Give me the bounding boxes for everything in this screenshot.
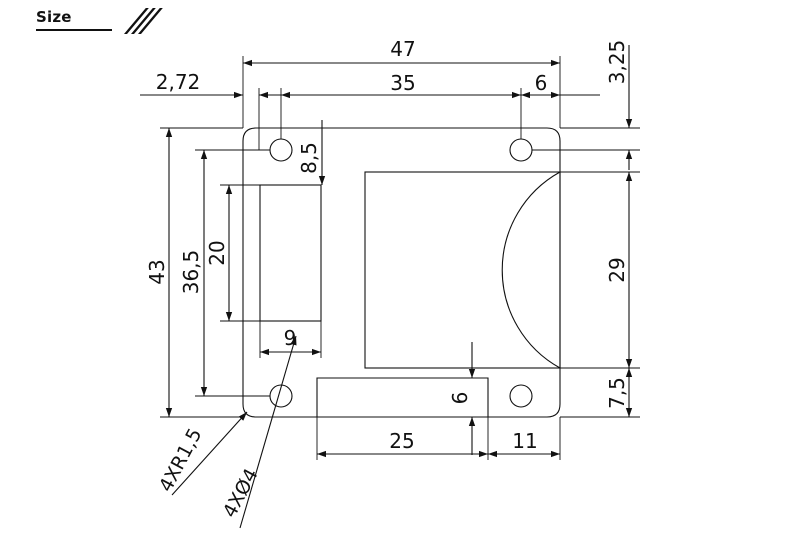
mounting-hole — [509, 384, 533, 408]
card-slot-arc — [501, 171, 561, 369]
label-overall-height: 43 — [145, 259, 169, 284]
label-hole-to-window: 8,5 — [297, 142, 321, 174]
label-overall-width: 47 — [390, 37, 415, 61]
window-cutout — [259, 184, 322, 322]
section-title: Size — [36, 8, 72, 26]
section-header: Size — [36, 6, 163, 34]
label-window-height: 20 — [205, 240, 229, 265]
label-bottom-offset: 7,5 — [605, 377, 629, 409]
mounting-hole — [269, 138, 293, 162]
leader-hole-diameter — [239, 335, 297, 529]
extension-lines — [160, 56, 640, 460]
label-hole-spacing-x: 35 — [390, 71, 415, 95]
label-top-offset: 3,25 — [605, 40, 629, 85]
label-hole-offset-x: 2,72 — [156, 70, 201, 94]
label-bottom-right: 11 — [512, 429, 537, 453]
label-bottom-slot: 25 — [389, 429, 414, 453]
card-slot — [364, 171, 561, 369]
label-hole-spacing-y: 36,5 — [179, 250, 203, 295]
title-underline — [36, 29, 112, 31]
mounting-hole — [509, 138, 533, 162]
callout-hole-diameter: 4XØ4 — [219, 465, 263, 521]
bottom-notch — [316, 377, 489, 417]
label-window-width: 9 — [284, 326, 297, 350]
label-slot-height: 29 — [605, 257, 629, 282]
board-outline — [242, 127, 561, 418]
dimension-lines — [140, 45, 633, 458]
label-notch-height: 6 — [448, 392, 472, 405]
label-right-gap: 6 — [535, 71, 548, 95]
leader-corner-radius — [171, 411, 248, 496]
